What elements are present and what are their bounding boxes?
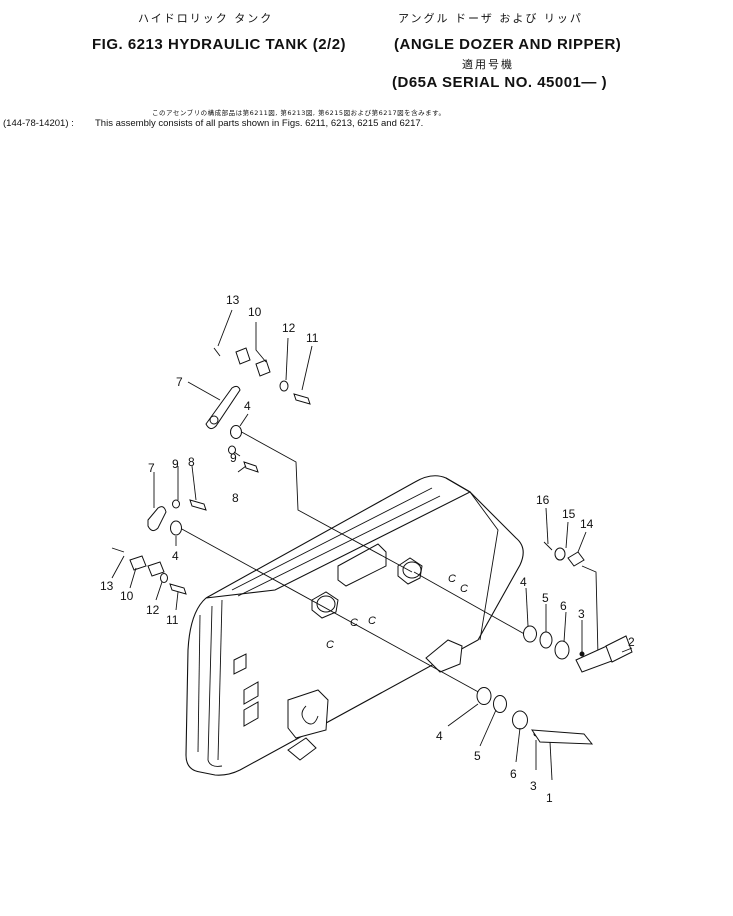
callout-4-right: 4 [520,575,527,589]
hydraulic-tank: C C C C C [185,475,524,776]
shim-6-lower [512,710,528,730]
svg-text:C: C [326,639,334,651]
callout-10-upper: 10 [248,305,262,319]
assembly-part-code: (144-78-14201) : [3,118,74,129]
figure-number: FIG. 6213 [92,36,164,53]
callout-5-right: 5 [542,591,549,605]
svg-text:C: C [448,573,456,585]
serial-number: (D65A SERIAL NO. 45001— ) [392,74,608,91]
callout-8-upper: 8 [232,491,239,505]
callout-8-middle: 8 [188,455,195,469]
middle-linkage-group [111,499,207,595]
callout-7-middle: 7 [148,461,155,475]
callout-15: 15 [562,507,576,521]
washer-9-middle [172,499,180,509]
clamp-10-upper-b [255,359,271,377]
callout-12-upper: 12 [282,321,296,335]
callout-3-right: 3 [578,607,585,621]
callout-6-lower: 6 [510,767,517,781]
figure-subtitle: (ANGLE DOZER AND RIPPER) [394,36,622,53]
bolt-8-middle [189,499,207,511]
clamp-10-middle-a [129,555,147,571]
callout-3-lower: 3 [530,779,537,793]
assembly-note: This assembly consists of all parts show… [95,118,424,129]
callout-9-middle: 9 [172,457,179,471]
lever-7-middle [147,506,167,532]
bushing-4-middle [170,520,182,536]
right-pin-group [476,541,633,745]
seal-5-right [539,631,553,649]
callout-4-upper: 4 [244,399,251,413]
seal-5-lower [493,695,507,713]
subtitle-japanese: アングル ドーザ および リッパ [398,12,583,25]
pin-16 [543,541,553,551]
bolt-14 [567,551,585,567]
clamp-10-middle-b [147,561,165,577]
lube-3-right [579,651,585,657]
washer-9-upper [228,445,236,455]
callout-4-lower: 4 [436,729,443,743]
leader-lines [111,309,633,781]
washer-12-upper [279,380,289,392]
bushing-4-upper [230,425,242,439]
callout-1: 1 [546,791,553,805]
callout-12-middle: 12 [146,603,160,617]
bolt-11-middle [169,583,187,595]
callout-14: 14 [580,517,594,531]
assembly-guide-lines [179,429,599,695]
callout-13-upper: 13 [226,293,240,307]
bolt-8-upper [243,461,259,473]
pin-13-middle [111,547,125,553]
callout-16: 16 [536,493,550,507]
pin-1 [531,729,594,745]
callout-2: 2 [628,635,635,649]
callout-11-middle: 11 [166,613,179,627]
mounting-block [337,543,387,587]
callout-4-middle: 4 [172,549,179,563]
callout-6-right: 6 [560,599,567,613]
title-japanese: ハイドロリック タンク [138,12,274,25]
shim-6-right [554,640,570,660]
washer-15 [554,547,566,561]
washer-12-middle [160,573,168,583]
pin-13-upper [213,347,221,357]
front-bracket [287,689,329,739]
svg-text:C: C [368,615,376,627]
svg-text:C: C [350,617,358,629]
bushing-4-lower [476,687,492,705]
callout-5-lower: 5 [474,749,481,763]
assembly-note-japanese: このアセンブリの構成部品は第6211図, 第6213図, 第6215図および第6… [152,109,446,117]
callout-10-middle: 10 [120,589,134,603]
callout-labels: 13 10 12 11 7 4 9 8 7 9 8 4 13 10 12 11 … [100,293,635,805]
clamp-10-upper-a [235,347,251,365]
callout-7-upper: 7 [176,375,183,389]
bottom-foot [287,737,317,761]
bottom-bracket [425,639,463,673]
svg-text:C: C [460,583,468,595]
callout-13-middle: 13 [100,579,114,593]
upper-linkage-group [205,347,311,473]
bushing-4-right [523,625,537,643]
figure-title: HYDRAULIC TANK (2/2) [168,36,347,53]
bolt-11-upper [293,393,311,405]
callout-11-upper: 11 [306,331,319,345]
callout-9-upper: 9 [230,451,237,465]
serial-label-japanese: 適用号機 [462,58,514,71]
